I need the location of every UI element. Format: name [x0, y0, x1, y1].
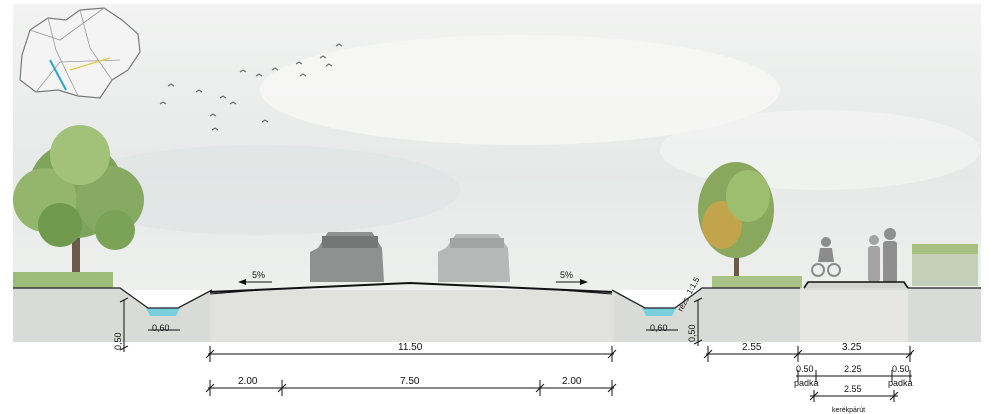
label-curb-left: padka — [794, 378, 819, 388]
road-body — [210, 290, 614, 342]
ditch-left-dims — [119, 297, 180, 352]
label-curb-right: padka — [888, 378, 913, 388]
birds — [159, 43, 343, 131]
cloud — [60, 145, 460, 235]
dim-verge: 2.55 — [742, 342, 762, 353]
tree-left — [13, 125, 144, 285]
grass-right — [712, 276, 802, 288]
grass-left — [13, 272, 113, 288]
cloud — [260, 35, 780, 145]
ditch-left-width: 0,60 — [152, 323, 170, 333]
dim-path-paved: 2.55 — [844, 384, 862, 394]
dim-curb-right: 0.50 — [892, 364, 910, 374]
ditch-left-water — [146, 308, 180, 316]
cyclist — [811, 237, 841, 277]
path-body — [800, 290, 908, 342]
ditch-right-water — [642, 308, 676, 316]
ditch-right-dims — [646, 297, 703, 346]
slope-arrow-right — [556, 279, 588, 285]
bike-path-surface — [803, 281, 909, 289]
car-left — [310, 232, 384, 282]
slope-label-right: 5% — [560, 270, 573, 280]
slope-arrow-left — [238, 279, 272, 285]
dimension-lines — [205, 346, 915, 402]
dim-shoulder-left: 2.00 — [238, 376, 258, 387]
car-right — [438, 234, 510, 282]
slope-label-left: 5% — [252, 270, 265, 280]
dim-carriageway: 7.50 — [400, 376, 420, 387]
dim-road-total: 11.50 — [398, 342, 423, 353]
road-surface — [209, 281, 613, 293]
ditch-left-depth: 0,50 — [113, 332, 123, 350]
ditch-right-width: 0,60 — [650, 323, 668, 333]
vineyard — [912, 244, 978, 286]
ground-line — [13, 287, 981, 309]
road-shoulder-line — [209, 289, 613, 295]
dim-path-total: 3.25 — [842, 342, 862, 353]
location-map-icon — [19, 7, 141, 99]
tree-right — [698, 162, 774, 287]
label-bike-path: kerékpárút — [832, 407, 865, 414]
dim-shoulder-right: 2.00 — [562, 376, 582, 387]
pedestrians — [868, 228, 897, 283]
dim-curb-left: 0.50 — [796, 364, 814, 374]
dim-path-inner: 2.25 — [844, 364, 862, 374]
ditch-right-depth: 0,50 — [687, 324, 697, 342]
